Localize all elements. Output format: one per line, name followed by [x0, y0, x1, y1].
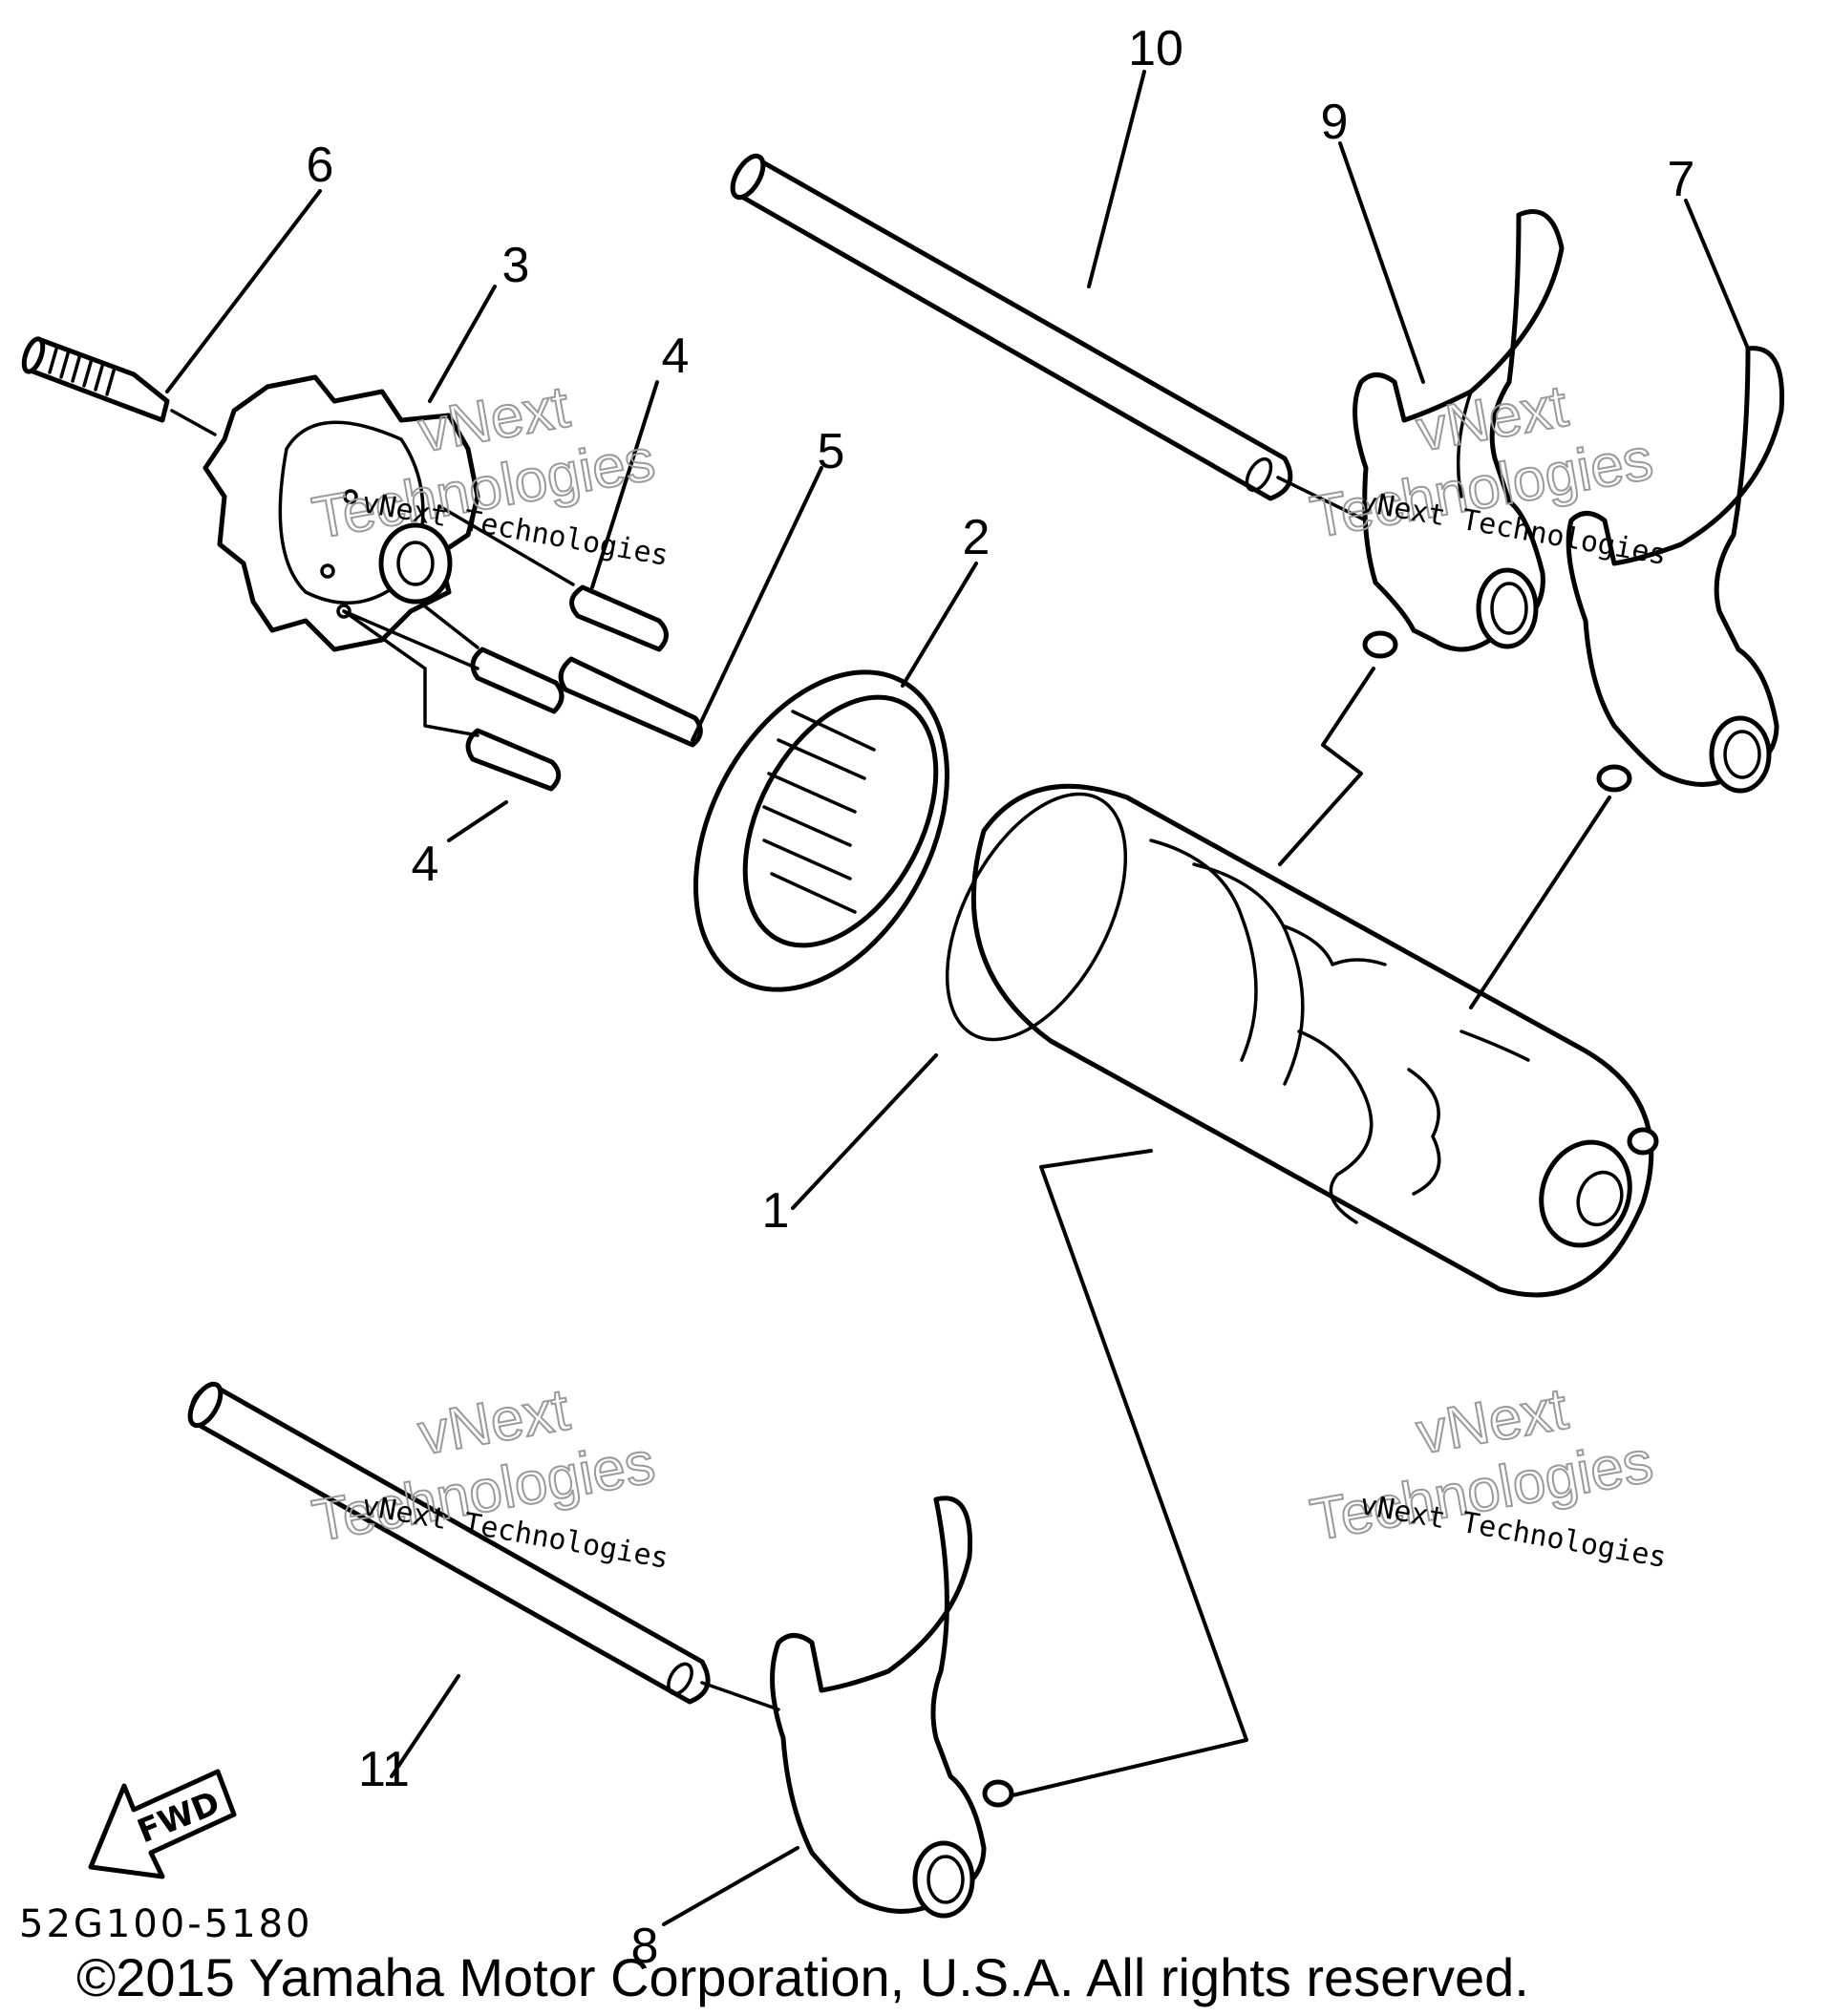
part-6-screw [21, 336, 170, 423]
part-4-pin-middle [470, 647, 565, 714]
part-9-shift-fork [1353, 209, 1565, 659]
part-4-pin-lower [465, 728, 562, 792]
pin-alignment-lines [342, 504, 575, 737]
callout-labels: 1 2 3 4 4 5 6 7 8 9 10 11 [307, 21, 1695, 1974]
part-8-shift-fork [770, 1496, 1014, 1919]
callout-4-upper: 4 [662, 329, 690, 384]
part-7-shift-fork [1566, 346, 1785, 794]
watermark-bottom-left: vNext Technologies vNext Technologies [307, 1376, 671, 1576]
callout-4-lower: 4 [412, 837, 439, 892]
callout-10: 10 [1128, 21, 1183, 76]
part-11-shift-fork-shaft-lower [187, 1381, 711, 1705]
part-4-pin-upper [569, 584, 669, 652]
watermark-bottom-right: vNext Technologies vNext Technologies [1305, 1375, 1669, 1575]
callout-5: 5 [818, 424, 845, 479]
callout-9: 9 [1321, 95, 1349, 150]
leader-lines [165, 70, 1750, 1926]
part-10-shift-fork-shaft-upper [730, 153, 1293, 501]
callout-7: 7 [1668, 152, 1695, 207]
callout-1: 1 [762, 1183, 790, 1239]
callout-3: 3 [502, 238, 530, 293]
part-3-segment [202, 374, 480, 652]
part-2-bearing [692, 669, 950, 992]
callout-6: 6 [307, 138, 334, 193]
part-1-shift-cam [945, 783, 1659, 1298]
callout-8: 8 [631, 1919, 659, 1974]
callout-11: 11 [358, 1742, 410, 1797]
diagram-code: 52G100-5180 [19, 1902, 312, 1946]
copyright-notice: ©2015 Yamaha Motor Corporation, U.S.A. A… [76, 1947, 1529, 2007]
callout-2: 2 [963, 510, 991, 565]
part-5-pin-long [558, 656, 703, 748]
forward-direction-arrow: FWD [88, 1769, 237, 1879]
